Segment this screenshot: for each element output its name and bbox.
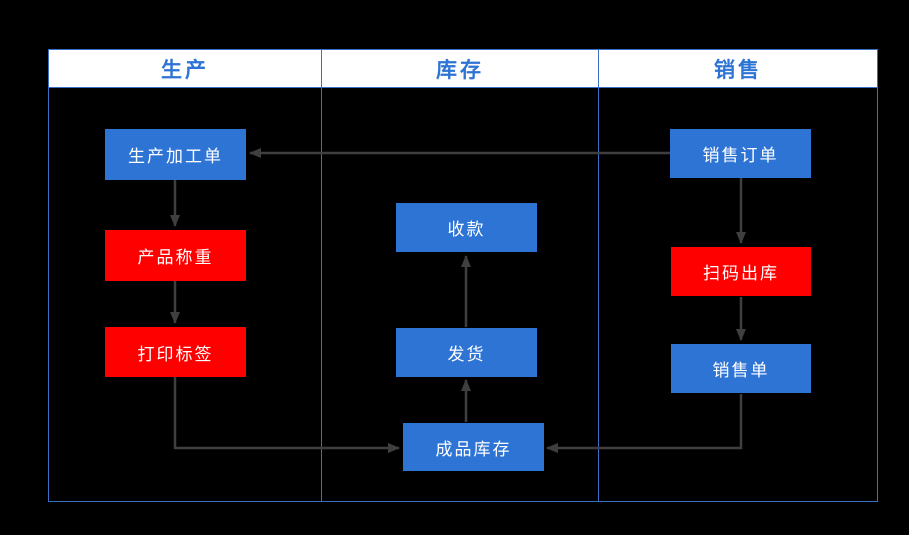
node-receive-payment: 收款 [396, 203, 537, 252]
node-product-weighing-label: 产品称重 [137, 248, 214, 267]
lane-divider-1 [320, 88, 322, 501]
swimlane-table: 生产 库存 销售 [48, 49, 878, 502]
lane-divider-2 [597, 88, 599, 501]
node-sales-slip-label: 销售单 [712, 361, 770, 380]
node-production-order-label: 生产加工单 [128, 147, 223, 166]
node-sales-slip: 销售单 [671, 344, 811, 393]
lane-header-sales: 销售 [714, 58, 762, 82]
node-finished-goods-stock: 成品库存 [403, 423, 544, 471]
node-scan-outbound-label: 扫码出库 [703, 264, 779, 283]
node-ship-goods: 发货 [396, 328, 537, 377]
node-production-order: 生产加工单 [105, 129, 246, 180]
edge-printlabel-stock [173, 377, 400, 453]
lane-header-row: 生产 库存 销售 [49, 50, 877, 88]
node-sales-order-label: 销售订单 [702, 146, 779, 165]
node-print-label-label: 打印标签 [137, 344, 214, 364]
lane-header-inventory: 库存 [322, 50, 599, 87]
node-product-weighing: 产品称重 [105, 230, 246, 281]
node-ship-goods-label: 发货 [447, 345, 486, 364]
lane-header-production: 生产 [49, 50, 322, 87]
node-receive-payment-label: 收款 [447, 220, 486, 239]
node-sales-order: 销售订单 [670, 129, 811, 178]
node-scan-outbound: 扫码出库 [671, 247, 811, 296]
node-finished-goods-stock-label: 成品库存 [435, 439, 512, 459]
edge-salesslip-stock [546, 394, 743, 453]
node-print-label: 打印标签 [105, 327, 246, 377]
